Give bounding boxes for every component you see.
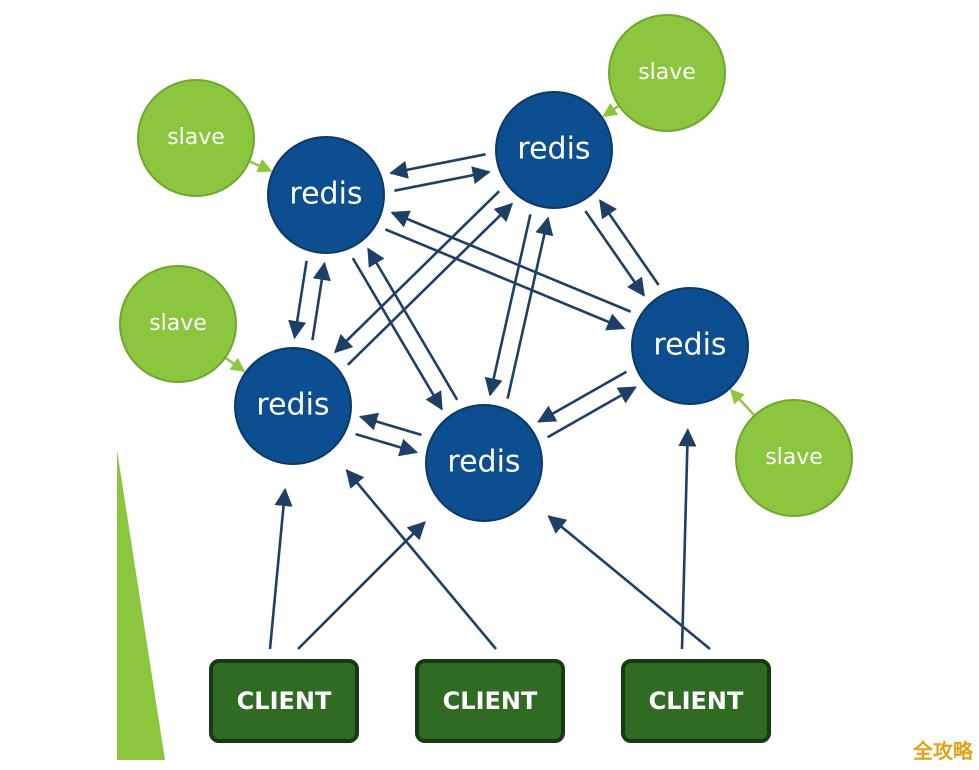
links-layer xyxy=(288,153,660,457)
slave-links-layer xyxy=(222,102,757,418)
link-r1-to-r2 xyxy=(394,166,491,192)
client-link-c1-to-r5 xyxy=(297,521,426,650)
link-r3-to-r5 xyxy=(355,432,419,457)
link-r5-to-r1 xyxy=(367,247,459,401)
slave-node-circle xyxy=(735,399,853,517)
redis-node-label: redis xyxy=(447,445,520,480)
client-label: CLIENT xyxy=(443,687,538,715)
link-r2-to-r1 xyxy=(389,153,486,179)
link-r1-to-r5 xyxy=(351,257,443,411)
client-links-layer xyxy=(268,428,711,651)
redis-node: redis xyxy=(267,136,385,254)
redis-node: redis xyxy=(234,347,352,465)
redis-node: redis xyxy=(495,91,613,209)
slave-link-s3 xyxy=(222,355,246,373)
redis-node-label: redis xyxy=(517,132,590,167)
client-link-c3-to-r4 xyxy=(678,428,697,650)
slave-node-circle xyxy=(119,265,237,383)
client-link-c1-to-r3 xyxy=(268,487,293,650)
client-box: CLIENT xyxy=(415,659,565,743)
redis-node: redis xyxy=(425,404,543,522)
client-link-c3-to-r5 xyxy=(547,515,711,651)
link-r5-to-r4 xyxy=(546,386,637,439)
link-r2-to-r3 xyxy=(333,190,501,354)
watermark: 全攻略 xyxy=(913,739,973,763)
client-box-rect xyxy=(621,659,771,743)
link-r1-to-r3 xyxy=(288,260,308,340)
redis-node-label: redis xyxy=(653,328,726,363)
client-label: CLIENT xyxy=(237,687,332,715)
link-r4-to-r5 xyxy=(537,370,628,423)
client-box: CLIENT xyxy=(209,659,359,743)
client-box-rect xyxy=(209,659,359,743)
link-r1-to-r4 xyxy=(384,228,626,331)
nodes-layer: redis redis redis redis redis slave slave slave… xyxy=(119,14,853,743)
redis-node-circle xyxy=(234,347,352,465)
slave-node-circle xyxy=(137,79,255,197)
redis-node-label: redis xyxy=(256,388,329,423)
redis-node: redis xyxy=(631,287,749,405)
link-r2-to-r5 xyxy=(484,214,532,397)
slave-node: slave xyxy=(137,79,255,197)
redis-node-circle xyxy=(267,136,385,254)
client-box: CLIENT xyxy=(621,659,771,743)
link-r2-to-r4 xyxy=(584,210,645,297)
slave-node-label: slave xyxy=(765,445,823,470)
slave-node-label: slave xyxy=(638,60,696,85)
link-r3-to-r1 xyxy=(311,261,331,341)
redis-node-circle xyxy=(495,91,613,209)
link-r5-to-r3 xyxy=(358,412,422,437)
link-r4-to-r2 xyxy=(599,199,660,286)
link-r5-to-r2 xyxy=(506,216,554,399)
accent-triangle xyxy=(117,450,165,760)
redis-node-label: redis xyxy=(289,177,362,212)
slave-link-s2 xyxy=(602,102,622,118)
slave-node: slave xyxy=(608,14,726,132)
client-label: CLIENT xyxy=(649,687,744,715)
slave-node-label: slave xyxy=(149,311,207,336)
slave-link-s4 xyxy=(729,388,757,418)
slave-node-label: slave xyxy=(167,125,225,150)
client-box-rect xyxy=(415,659,565,743)
slave-node: slave xyxy=(119,265,237,383)
link-r3-to-r2 xyxy=(346,202,514,366)
client-link-c2-to-r3 xyxy=(345,469,497,650)
redis-node-circle xyxy=(425,404,543,522)
redis-node-circle xyxy=(631,287,749,405)
link-r4-to-r1 xyxy=(390,210,632,313)
slave-link-s1 xyxy=(246,159,273,173)
slave-node: slave xyxy=(735,399,853,517)
slave-node-circle xyxy=(608,14,726,132)
